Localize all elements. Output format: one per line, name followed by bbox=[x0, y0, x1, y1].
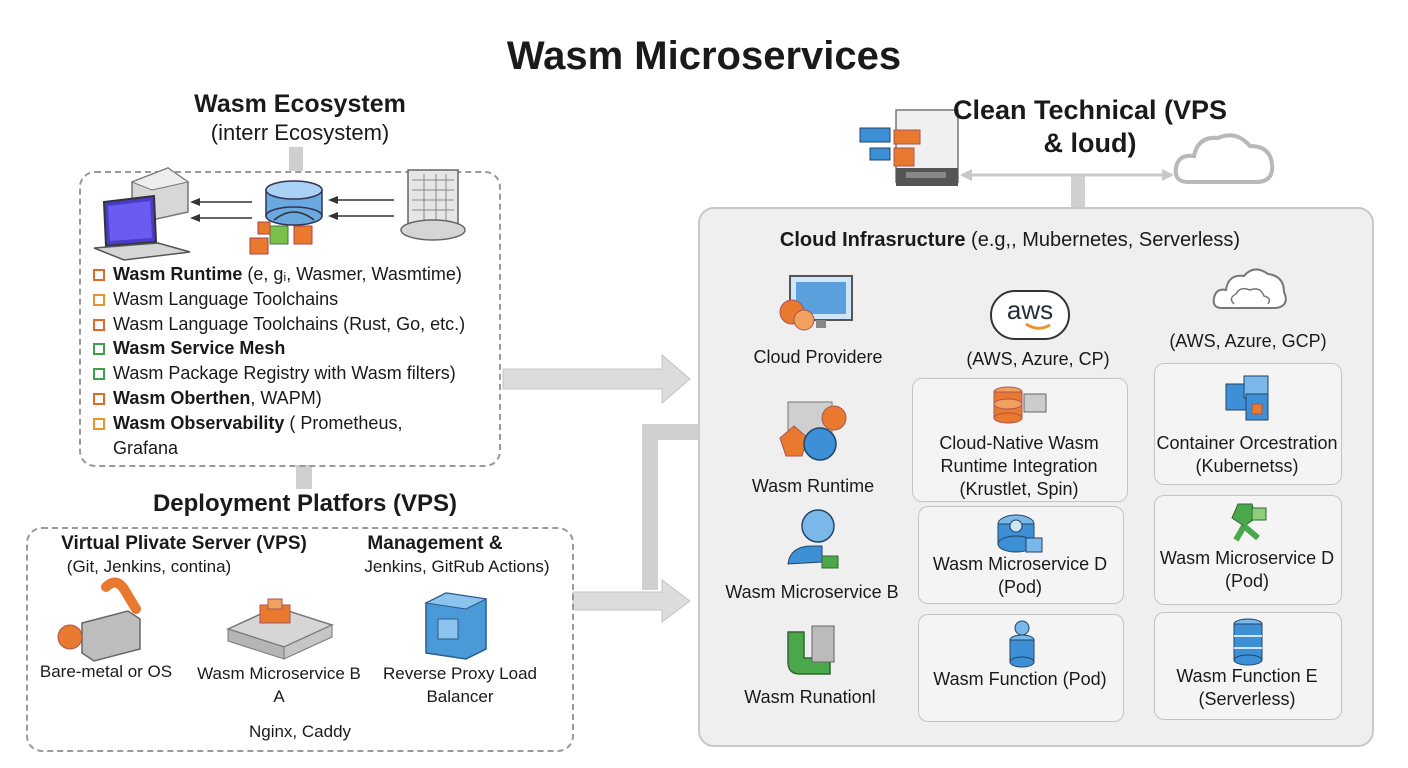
proxy-box-icon bbox=[424, 592, 488, 660]
ecosystem-subtitle: (interr Ecosystem) bbox=[210, 120, 390, 145]
management-subtitle: Jenkins, GitRub Actions) bbox=[364, 557, 550, 576]
cloud-title: Clean Technical (VPS & loud) bbox=[952, 95, 1228, 158]
card-function-e-label: Wasm Function E (Serverless) bbox=[1176, 666, 1318, 709]
wasm-microservice-b-label: Wasm Microservice B bbox=[725, 582, 899, 602]
list-item: Wasm Language Toolchains (Rust, Go, etc.… bbox=[92, 312, 492, 337]
bullet-square-icon bbox=[93, 293, 105, 306]
list-item: Wasm Runtime (e, gᵢ, Wasmer, Wasmtime) bbox=[92, 262, 492, 287]
microservice-lightbulb-icon bbox=[787, 509, 839, 569]
list-item: Wasm Observability ( Prometheus, Grafana bbox=[92, 411, 422, 461]
arrow-deploy-to-cloud bbox=[572, 579, 691, 623]
wasm-runation-label: Wasm Runationl bbox=[744, 687, 876, 707]
bullet-square-icon bbox=[93, 417, 105, 430]
cloud-icon bbox=[1173, 133, 1275, 184]
bullet-square-icon bbox=[93, 392, 105, 405]
storage-icon bbox=[400, 169, 466, 241]
serverless-cylinder-icon bbox=[1233, 618, 1263, 666]
vps-title: Virtual Plivate Server (VPS) bbox=[61, 533, 307, 554]
laptop-icon bbox=[93, 194, 191, 261]
diagram-title: Wasm Microservices bbox=[506, 34, 902, 78]
card-function-pod-label: Wasm Function (Pod) bbox=[933, 669, 1107, 689]
green-network-icon bbox=[1231, 503, 1267, 542]
ecosystem-title: Wasm Ecosystem bbox=[194, 90, 406, 118]
aws-smile-icon bbox=[1025, 322, 1051, 330]
deployment-illustration bbox=[57, 577, 488, 662]
bullet-square-icon bbox=[93, 318, 105, 331]
list-item: Wasm Oberthen, WAPM) bbox=[92, 386, 492, 411]
card-native-label: Cloud-Native Wasm Runtime Integration (K… bbox=[939, 433, 1099, 499]
ecosystem-box bbox=[79, 171, 501, 467]
cloud-header-illustration bbox=[859, 109, 1275, 186]
aws-logo-icon: aws bbox=[990, 290, 1070, 340]
card-micro-d-2-label: Wasm Microservice D (Pod) bbox=[1159, 548, 1335, 591]
management-title: Management & bbox=[367, 533, 503, 554]
cloud-header-connector bbox=[1071, 174, 1085, 208]
cloud-providers-label: Cloud Providere bbox=[753, 347, 883, 367]
cloud-left-icons bbox=[779, 275, 853, 675]
arrow-eco-to-cloud bbox=[502, 353, 691, 405]
card-orchestration-label: Container Orcestration (Kubernetss) bbox=[1156, 433, 1338, 476]
card-micro-d-label: Wasm Microservice D (Pod) bbox=[932, 554, 1108, 597]
bare-metal-label: Bare-metal or OS bbox=[39, 662, 173, 681]
bullet-square-icon bbox=[93, 368, 105, 381]
multi-cloud-caption: (AWS, Azure, GCP) bbox=[1169, 331, 1327, 351]
bullet-square-icon bbox=[93, 269, 105, 281]
bare-metal-icon bbox=[57, 577, 141, 662]
gear-cylinder-icon bbox=[997, 514, 1043, 553]
bullet-square-icon bbox=[93, 343, 105, 356]
microservice-b-label: Wasm Microservice B A bbox=[197, 664, 361, 706]
runtime-icon bbox=[779, 401, 847, 461]
database-icon bbox=[265, 180, 323, 226]
eco-top-connector bbox=[289, 147, 303, 171]
monitor-icon bbox=[779, 275, 853, 331]
proxy-label: Reverse Proxy Load Balancer bbox=[382, 664, 538, 706]
database-stack-icon bbox=[993, 386, 1047, 424]
cubes-icon bbox=[249, 221, 313, 255]
list-item: Wasm Language Toolchains bbox=[92, 287, 492, 312]
eco-deploy-connector bbox=[296, 465, 312, 489]
list-item: Wasm Package Registry with Wasm filters) bbox=[92, 361, 492, 386]
vps-subtitle: (Git, Jenkins, contina) bbox=[66, 557, 232, 576]
ecosystem-list: Wasm Runtime (e, gᵢ, Wasmer, Wasmtime) W… bbox=[92, 262, 492, 460]
deployment-box bbox=[26, 527, 574, 752]
runation-icon bbox=[787, 625, 835, 675]
microservice-platform-icon bbox=[225, 598, 335, 660]
aws-caption: (AWS, Azure, CP) bbox=[966, 349, 1110, 369]
server-rack-icon bbox=[859, 109, 959, 186]
list-item: Wasm Service Mesh bbox=[92, 336, 492, 361]
function-cylinder-icon bbox=[1009, 620, 1035, 668]
ecosystem-illustration bbox=[93, 167, 466, 261]
container-cubes-icon bbox=[1225, 375, 1269, 421]
deployment-title: Deployment Platfors (VPS) bbox=[152, 490, 458, 517]
nginx-label: Nginx, Caddy bbox=[248, 722, 352, 741]
wasm-runtime-label: Wasm Runtime bbox=[751, 476, 875, 496]
elbow-connector bbox=[642, 424, 698, 590]
infrastructure-heading: Cloud Infrasructure (e.g,, Mubernetes, S… bbox=[779, 229, 1241, 251]
multi-cloud-icon bbox=[1212, 268, 1287, 309]
